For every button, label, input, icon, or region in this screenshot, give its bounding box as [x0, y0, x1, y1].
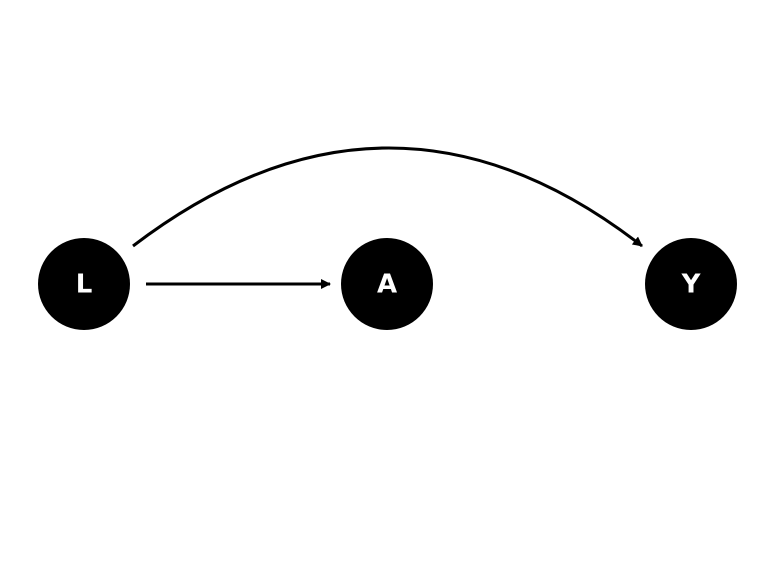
node-l-label: L: [76, 270, 93, 300]
node-l: L: [38, 238, 130, 330]
node-l-circle: [38, 238, 130, 330]
node-y-circle: [645, 238, 737, 330]
node-a-label: A: [377, 270, 397, 300]
node-y: Y: [645, 238, 737, 330]
node-a: A: [341, 238, 433, 330]
edge-l-to-y: [132, 146, 643, 248]
node-a-circle: [341, 238, 433, 330]
node-y-label: Y: [681, 270, 702, 300]
